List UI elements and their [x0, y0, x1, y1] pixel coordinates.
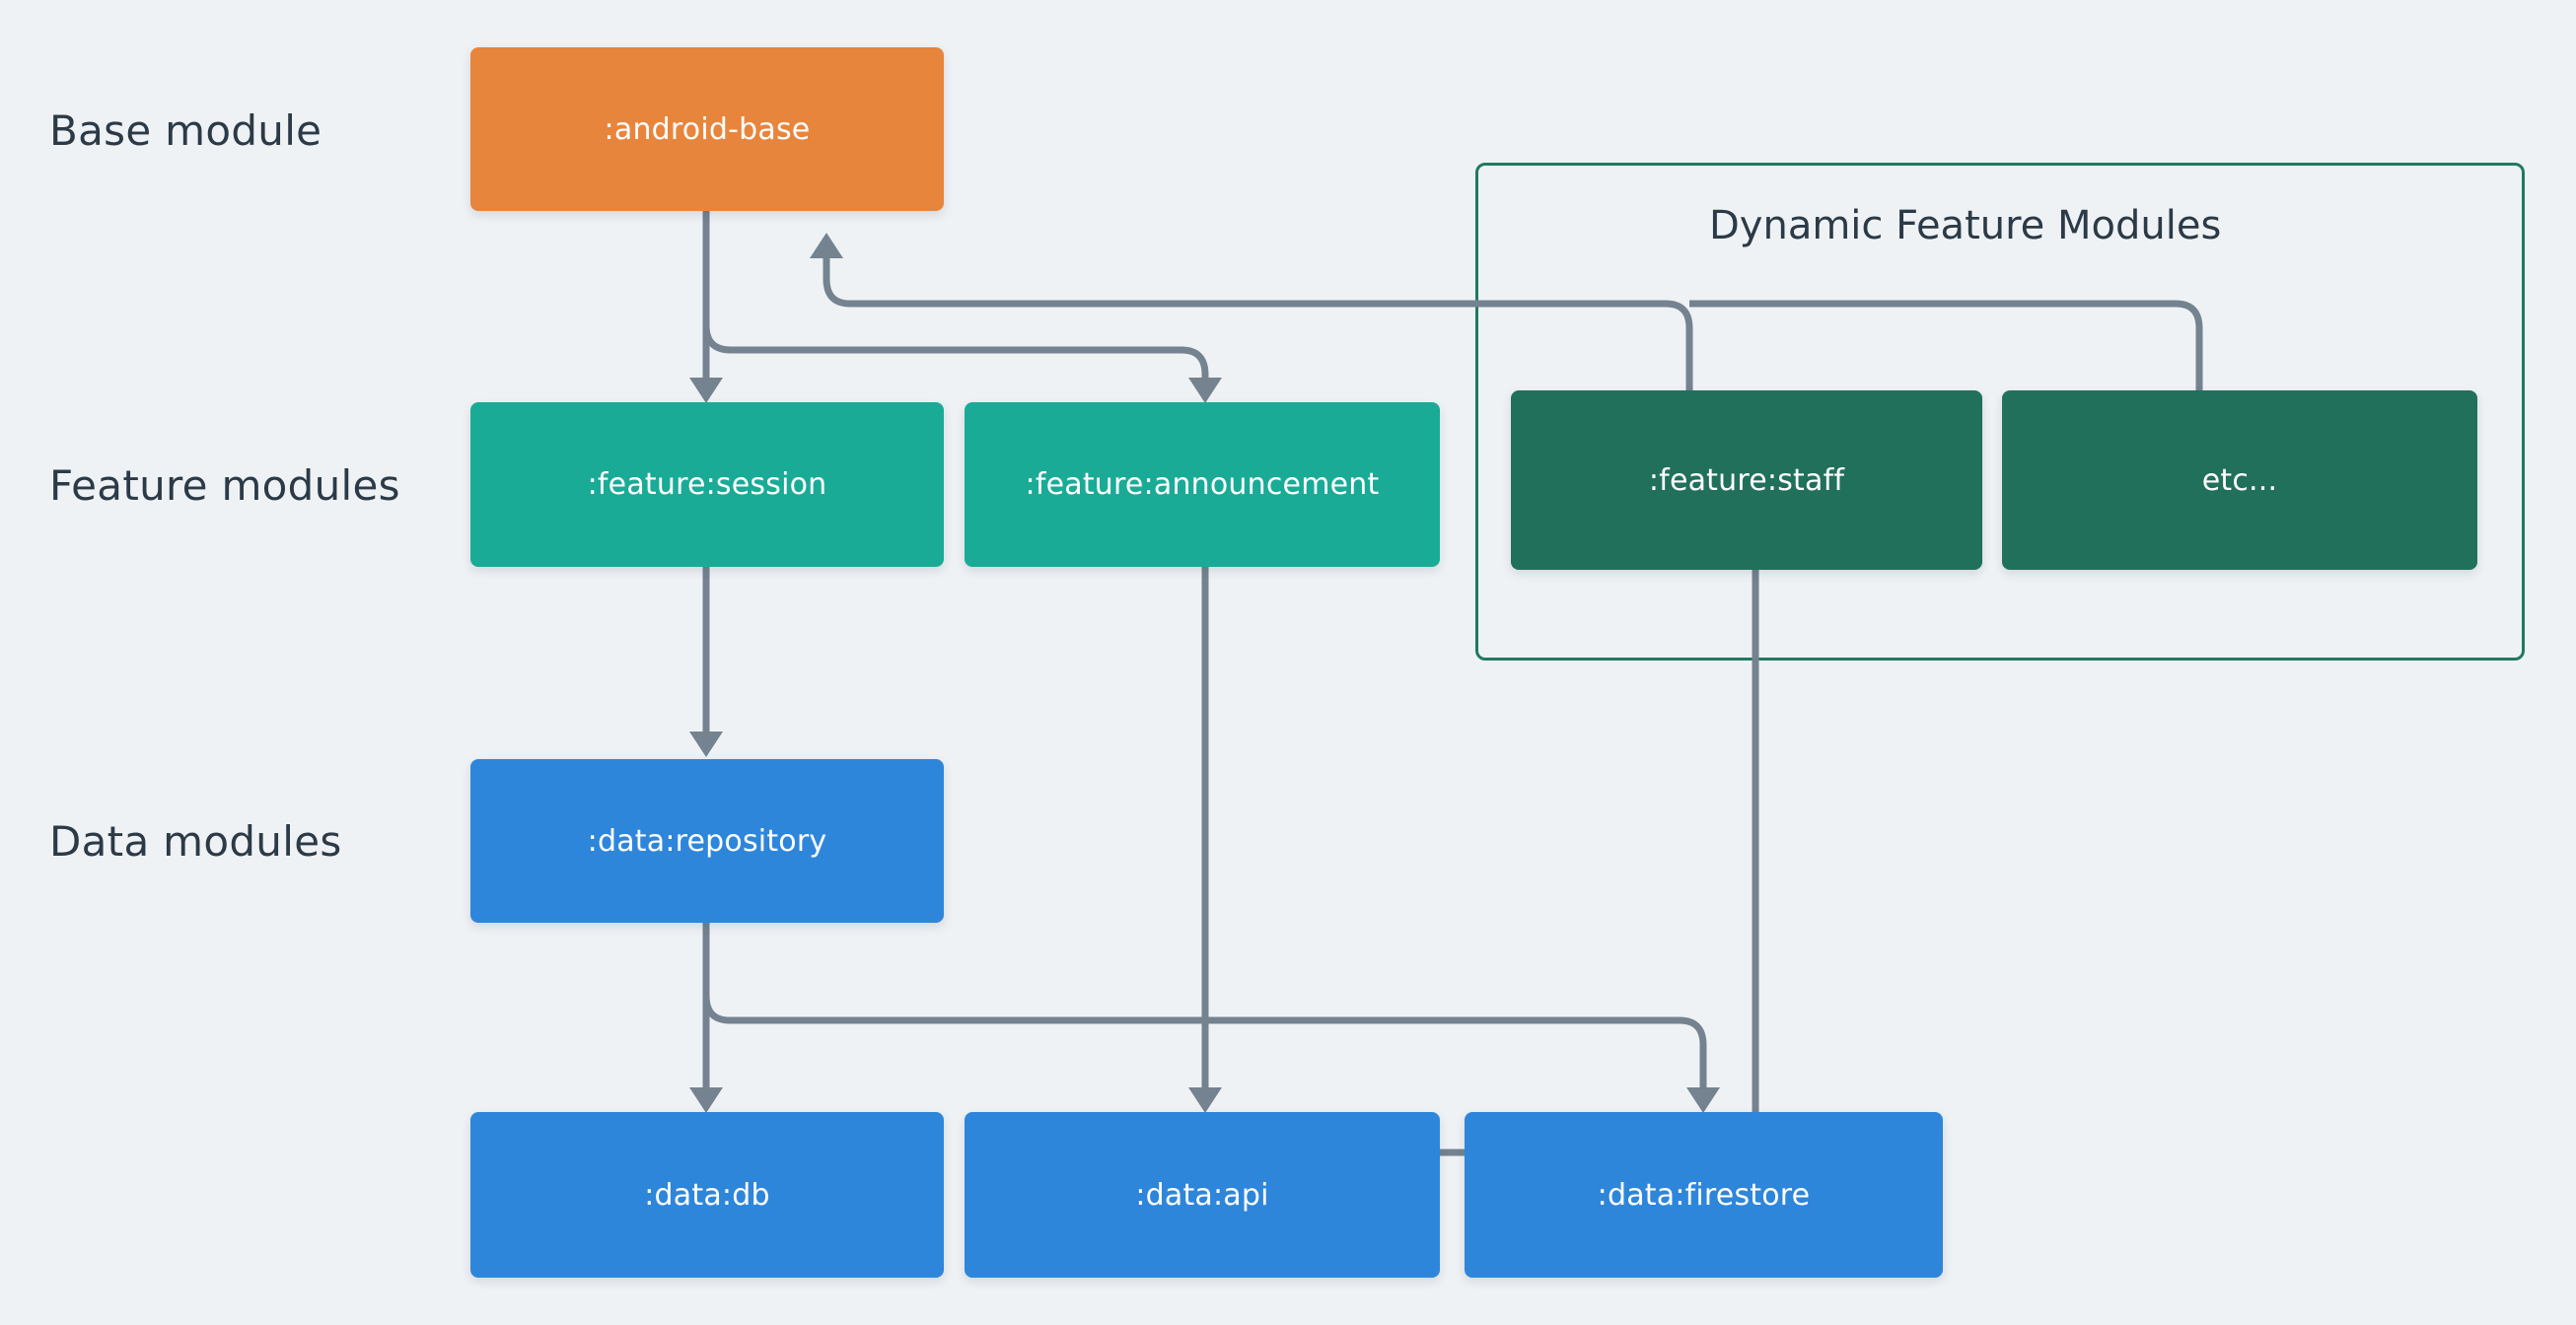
arrowhead-announcement-to-api	[1188, 1087, 1222, 1113]
arrowhead-base-to-announcement	[1188, 378, 1222, 403]
arrowhead-to-android-base	[810, 233, 843, 258]
arrowhead-repository-to-db	[689, 1087, 723, 1113]
module-node-feature-announcement[interactable]: :feature:announcement	[965, 402, 1440, 567]
module-node-data-db[interactable]: :data:db	[470, 1112, 944, 1278]
row-label-base-module: Base module	[49, 106, 322, 155]
module-node-feature-session[interactable]: :feature:session	[470, 402, 944, 567]
dynamic-feature-modules-group	[1475, 163, 2525, 661]
module-node-feature-etc[interactable]: etc...	[2002, 390, 2477, 570]
row-label-feature-modules: Feature modules	[49, 461, 400, 510]
edge-staff-to-api	[1201, 570, 1759, 1178]
arrowhead-base-to-session	[689, 378, 723, 403]
module-node-data-repository[interactable]: :data:repository	[470, 759, 944, 923]
edge-repository-to-firestore	[702, 995, 1707, 1087]
dynamic-feature-modules-group-title: Dynamic Feature Modules	[1709, 203, 2222, 248]
arrowhead-session-to-repository	[689, 732, 723, 757]
edge-base-to-announcement	[702, 324, 1209, 379]
module-node-data-api[interactable]: :data:api	[965, 1112, 1440, 1278]
module-node-android-base[interactable]: :android-base	[470, 47, 944, 211]
module-node-data-firestore[interactable]: :data:firestore	[1465, 1112, 1943, 1278]
arrowhead-repository-to-firestore	[1686, 1087, 1720, 1113]
module-node-feature-staff[interactable]: :feature:staff	[1511, 390, 1982, 570]
row-label-data-modules: Data modules	[49, 817, 342, 866]
